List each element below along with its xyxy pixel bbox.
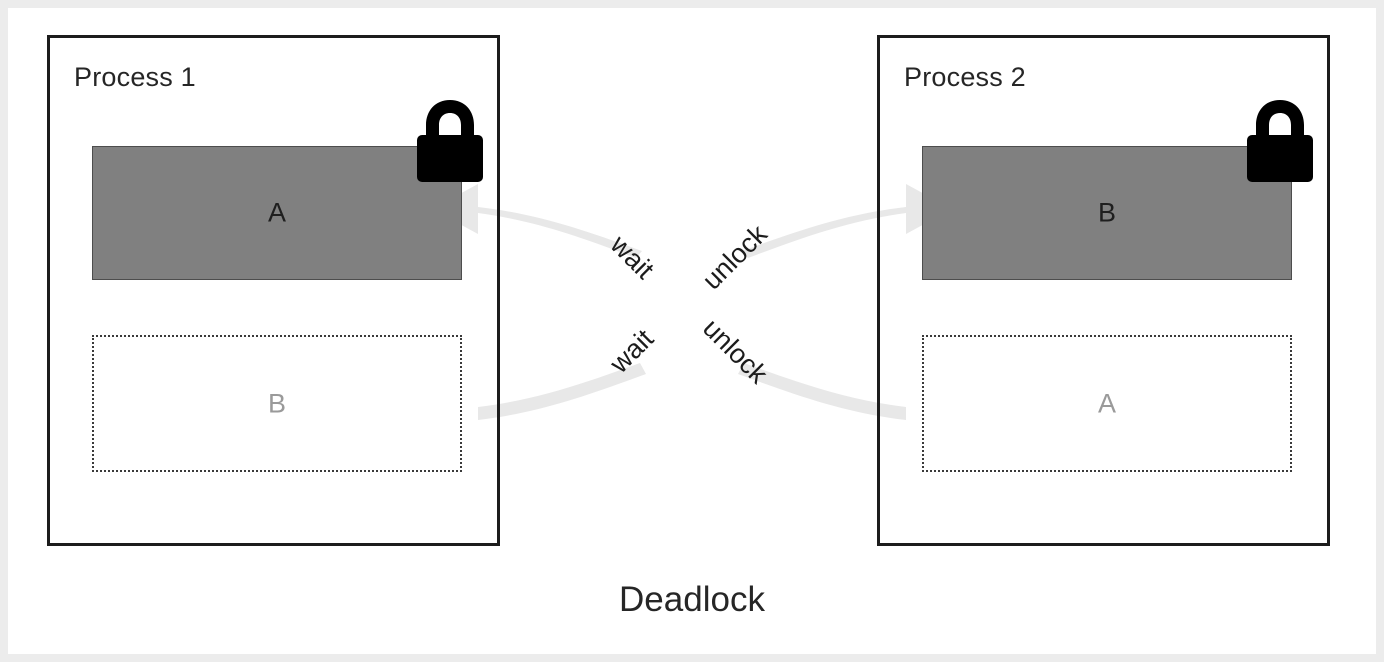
process-2-held-resource-label: B [1097,197,1116,228]
edge-label-unlock-top: unlock [696,218,773,296]
process-1-title: Process 1 [74,62,196,92]
process-2-waiting-resource-label: A [1097,388,1116,418]
padlock-closed-icon [1244,96,1316,184]
diagram-canvas: wait unlock wait unlock Process 1 A B Pr… [8,8,1376,654]
process-2-held-resource: B [922,146,1292,280]
process-box-1: Process 1 A B [47,35,500,546]
diagram-caption: Deadlock [619,580,765,619]
process-2-title: Process 2 [904,62,1026,92]
process-1-held-resource: A [92,146,462,280]
edge-label-wait-top: wait [604,229,660,285]
process-2-waiting-resource: A [922,335,1292,472]
process-box-2: Process 2 B A [877,35,1330,546]
process-1-held-resource-label: A [267,197,286,228]
edge-label-unlock-bottom: unlock [697,312,774,390]
padlock-closed-icon [414,96,486,184]
process-1-waiting-resource: B [92,335,462,472]
edge-label-wait-bottom: wait [604,323,660,379]
process-1-waiting-resource-label: B [267,388,286,418]
